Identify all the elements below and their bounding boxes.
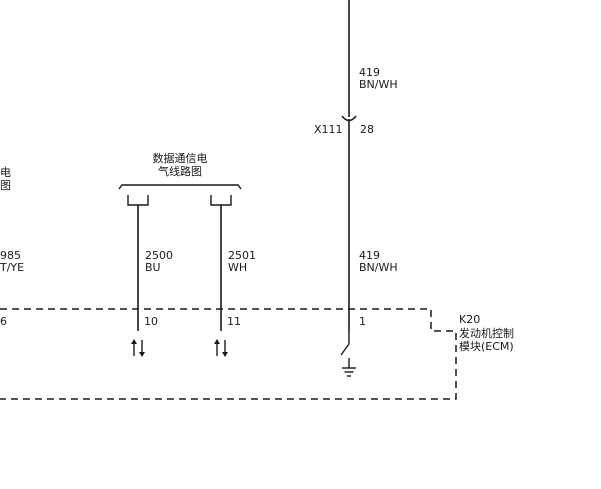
bidirectional-arrows-icon: [131, 339, 145, 357]
data-comm-bracket: [118, 184, 242, 190]
wire-2501-connector: [210, 195, 232, 206]
wire-419-pin: 1: [359, 315, 366, 328]
wire-2500-connector: [127, 195, 149, 206]
left-wire-color: T/YE: [0, 261, 24, 274]
bidirectional-arrows-icon: [214, 339, 228, 357]
wire-419-upper-number: 419: [359, 66, 380, 79]
wire-2501-number: 2501: [228, 249, 256, 262]
left-wire-number: 985: [0, 249, 21, 262]
wire-2500-color: BU: [145, 261, 161, 274]
wire-419-lower-color: BN/WH: [359, 261, 398, 274]
data-comm-ref-line2: 气线路图: [158, 164, 202, 178]
module-name-line1: 发动机控制: [459, 326, 514, 340]
left-ref-line2: 图: [0, 179, 11, 192]
left-pin: 6: [0, 315, 7, 328]
ground-icon: [342, 367, 356, 377]
data-comm-ref-line1: 数据通信电: [153, 151, 208, 165]
module-name-line2: 模块(ECM): [459, 340, 514, 353]
switch-icon: [340, 331, 350, 368]
wire-419-lower-number: 419: [359, 249, 380, 262]
wire-2500-number: 2500: [145, 249, 173, 262]
left-ref-line1: 电: [0, 166, 11, 179]
module-ref: K20: [459, 313, 480, 326]
wire-419-upper-color: BN/WH: [359, 78, 398, 91]
wire-2500-pin: 10: [144, 315, 158, 328]
wire-2501-color: WH: [228, 261, 247, 274]
x111-connector-label: X111: [314, 123, 343, 136]
wire-2501-pin: 11: [227, 315, 241, 328]
x111-connector-pin: 28: [360, 123, 374, 136]
